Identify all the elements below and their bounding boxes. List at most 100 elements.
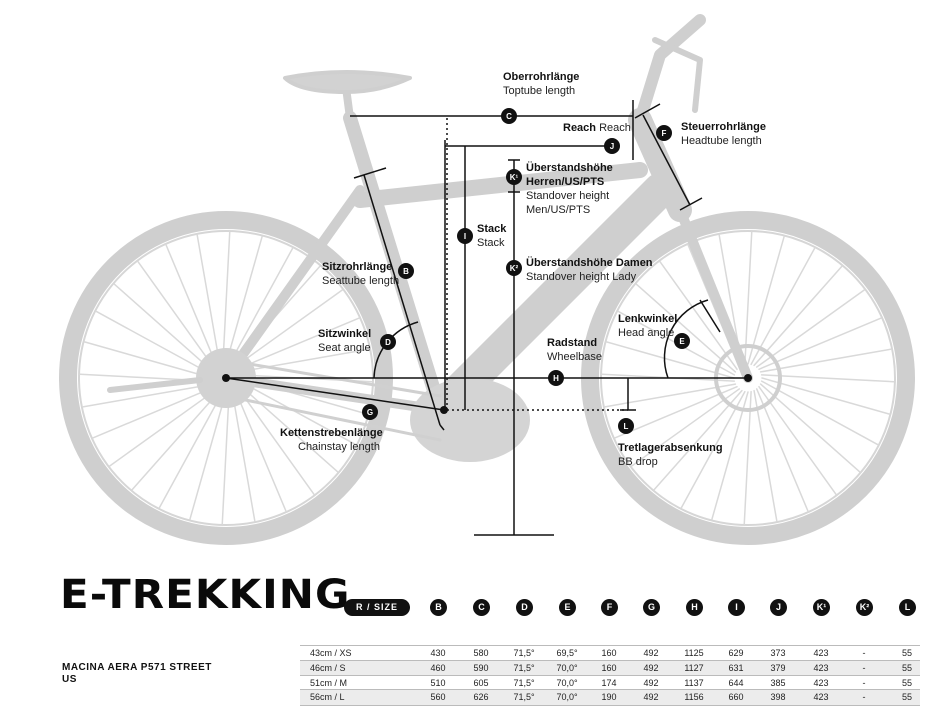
value-cell: 373: [770, 648, 786, 658]
value-cell: 590: [473, 663, 489, 673]
value-cell: -: [862, 648, 866, 658]
svg-text:C: C: [506, 112, 512, 121]
column-header-11: K²: [856, 599, 873, 616]
size-cell: 43cm / XS: [310, 648, 352, 658]
table-row: 51cm / M 510 605 71,5° 70,0° 174 492 1137 644 385…: [300, 676, 920, 691]
marker-k2: K²: [506, 260, 522, 276]
svg-text:L: L: [624, 422, 629, 431]
value-cell: 430: [430, 648, 446, 658]
column-header-2: C: [473, 599, 490, 616]
value-cell: 55: [901, 648, 912, 658]
value-cell: 626: [473, 692, 489, 702]
svg-text:G: G: [367, 408, 373, 417]
marker-e: E: [674, 333, 690, 349]
value-cell: 423: [813, 678, 829, 688]
value-cell: 1125: [684, 648, 704, 658]
marker-b: B: [398, 263, 414, 279]
svg-text:K¹: K¹: [510, 173, 519, 182]
value-cell: 631: [728, 663, 744, 673]
size-cell: 46cm / S: [310, 663, 346, 673]
svg-text:E: E: [679, 337, 685, 346]
value-cell: 55: [901, 663, 912, 673]
column-header-8: I: [728, 599, 745, 616]
value-cell: 71,5°: [513, 692, 535, 702]
marker-d: D: [380, 334, 396, 350]
svg-text:F: F: [662, 129, 667, 138]
value-cell: 71,5°: [513, 648, 535, 658]
page-title: E-TREKKING: [60, 572, 351, 618]
value-cell: 510: [430, 678, 446, 688]
marker-k1: K¹: [506, 169, 522, 185]
value-cell: -: [862, 692, 866, 702]
value-cell: 460: [430, 663, 446, 673]
size-cell: 51cm / M: [310, 678, 348, 688]
value-cell: 160: [601, 648, 617, 658]
value-cell: -: [862, 663, 866, 673]
value-cell: 423: [813, 663, 829, 673]
value-cell: 660: [728, 692, 744, 702]
column-header-6: G: [643, 599, 660, 616]
column-header-3: D: [516, 599, 533, 616]
marker-h: H: [548, 370, 564, 386]
value-cell: 1156: [684, 692, 704, 702]
value-cell: 379: [770, 663, 786, 673]
column-header-7: H: [686, 599, 703, 616]
value-cell: 580: [473, 648, 489, 658]
column-header-1: B: [430, 599, 447, 616]
value-cell: 174: [601, 678, 617, 688]
value-cell: -: [862, 678, 866, 688]
value-cell: 71,5°: [513, 678, 535, 688]
value-cell: 644: [728, 678, 744, 688]
size-cell: 56cm / L: [310, 692, 345, 702]
svg-text:B: B: [403, 267, 409, 276]
bike-silhouette: [59, 14, 915, 545]
column-header-4: E: [559, 599, 576, 616]
value-cell: 492: [643, 678, 659, 688]
marker-c: C: [501, 108, 517, 124]
value-cell: 605: [473, 678, 489, 688]
value-cell: 69,5°: [556, 648, 578, 658]
value-cell: 70,0°: [556, 692, 578, 702]
geometry-diagram: C J F K¹ I K² B D E H G L: [59, 14, 915, 545]
column-header-12: L: [899, 599, 916, 616]
value-cell: 560: [430, 692, 446, 702]
value-cell: 492: [643, 648, 659, 658]
value-cell: 70,0°: [556, 663, 578, 673]
size-header-badge: R / SIZE: [344, 599, 410, 616]
value-cell: 629: [728, 648, 744, 658]
marker-i: I: [457, 228, 473, 244]
value-cell: 55: [901, 692, 912, 702]
column-header-5: F: [601, 599, 618, 616]
value-cell: 385: [770, 678, 786, 688]
marker-g: G: [362, 404, 378, 420]
value-cell: 398: [770, 692, 786, 702]
value-cell: 55: [901, 678, 912, 688]
table-row: 43cm / XS 430 580 71,5° 69,5° 160 492 1125 629 37…: [300, 646, 920, 661]
value-cell: 492: [643, 692, 659, 702]
svg-text:H: H: [553, 374, 559, 383]
value-cell: 1127: [684, 663, 704, 673]
value-cell: 423: [813, 692, 829, 702]
svg-text:D: D: [385, 338, 391, 347]
marker-f: F: [656, 125, 672, 141]
value-cell: 71,5°: [513, 663, 535, 673]
value-cell: 1137: [684, 678, 704, 688]
value-cell: 160: [601, 663, 617, 673]
value-cell: 70,0°: [556, 678, 578, 688]
column-header-9: J: [770, 599, 787, 616]
column-header-10: K¹: [813, 599, 830, 616]
svg-text:K²: K²: [510, 264, 519, 273]
